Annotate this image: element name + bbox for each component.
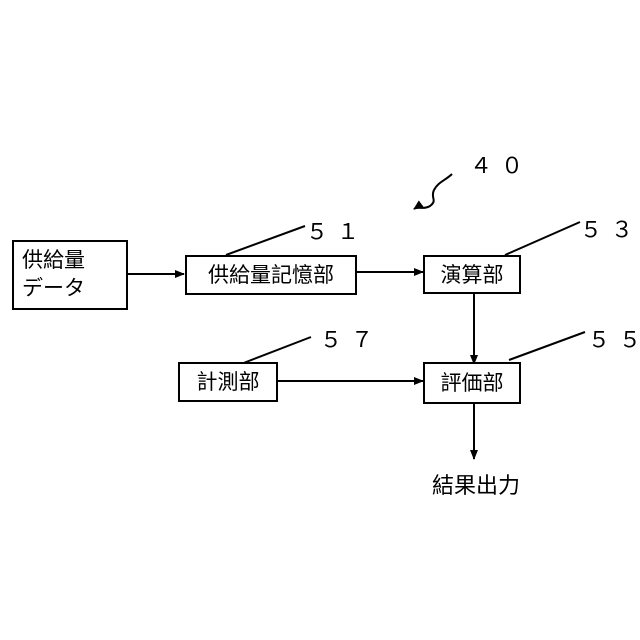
figure-ref-leader [414,174,452,209]
supply-storage-block: 供給量記憶部 [185,255,357,295]
ref-leader-51 [226,226,305,255]
computation-ref: ５３ [580,212,640,244]
evaluation-block: 評価部 [423,362,521,404]
measurement-ref: ５７ [320,322,382,354]
supply-storage-ref: ５１ [306,214,368,246]
figure-ref-number: ４０ [470,148,532,180]
computation-block: 演算部 [423,255,521,294]
supply-data-label-line2: データ [22,274,126,302]
ref-leader-55 [509,332,585,360]
supply-data-block: 供給量 データ [12,240,128,310]
measurement-label: 計測部 [197,368,260,396]
evaluation-ref: ５５ [588,322,640,354]
supply-storage-label: 供給量記憶部 [208,261,334,289]
ref-leader-57 [241,337,311,364]
computation-label: 演算部 [441,261,504,289]
ref-leader-53 [505,222,580,255]
evaluation-label: 評価部 [441,369,504,397]
supply-data-label-line1: 供給量 [22,246,126,274]
measurement-block: 計測部 [178,362,278,402]
result-output-label: 結果出力 [432,468,520,500]
